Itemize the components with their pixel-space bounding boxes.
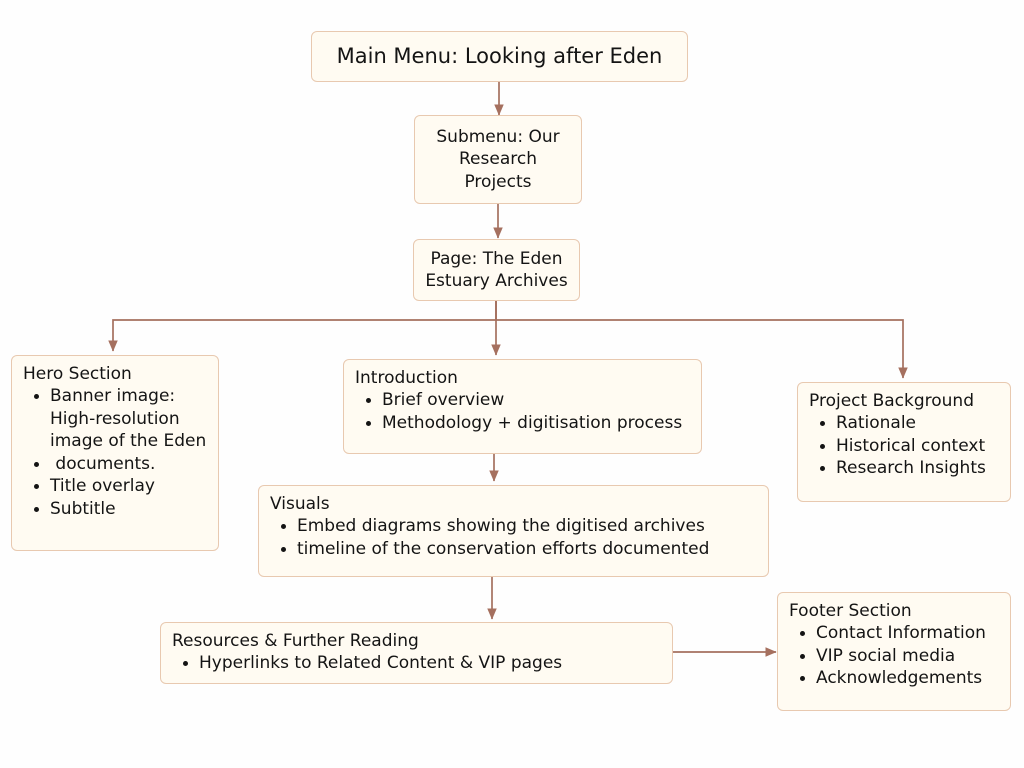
node-visuals[interactable]: Visuals Embed diagrams showing the digit… bbox=[258, 485, 769, 577]
list-item: Rationale bbox=[836, 412, 999, 434]
list-item: Embed diagrams showing the digitised arc… bbox=[297, 515, 757, 537]
node-submenu[interactable]: Submenu: Our Research Projects bbox=[414, 115, 582, 204]
edge-page-to-hero bbox=[108, 301, 497, 352]
node-footer-section[interactable]: Footer Section Contact Information VIP s… bbox=[777, 592, 1011, 711]
node-submenu-title: Submenu: Our Research Projects bbox=[436, 126, 560, 192]
node-resources-list: Hyperlinks to Related Content & VIP page… bbox=[172, 652, 661, 674]
node-hero-section-list: Banner image: High-resolution image of t… bbox=[23, 385, 207, 520]
list-item: Brief overview bbox=[382, 389, 690, 411]
node-project-background-title: Project Background bbox=[809, 391, 974, 411]
node-visuals-list: Embed diagrams showing the digitised arc… bbox=[270, 515, 757, 560]
list-item: Methodology + digitisation process bbox=[382, 412, 690, 434]
list-item: documents. bbox=[50, 453, 207, 475]
list-item: Title overlay bbox=[50, 475, 207, 497]
list-item: timeline of the conservation efforts doc… bbox=[297, 538, 757, 560]
list-item: Research Insights bbox=[836, 457, 999, 479]
node-footer-section-list: Contact Information VIP social media Ack… bbox=[789, 622, 999, 689]
node-introduction-title: Introduction bbox=[355, 368, 458, 388]
node-main-menu[interactable]: Main Menu: Looking after Eden bbox=[311, 31, 688, 82]
node-introduction-list: Brief overview Methodology + digitisatio… bbox=[355, 389, 690, 434]
list-item: Contact Information bbox=[816, 622, 999, 644]
list-item: Hyperlinks to Related Content & VIP page… bbox=[199, 652, 661, 674]
list-item: Acknowledgements bbox=[816, 667, 999, 689]
node-resources-further-reading[interactable]: Resources & Further Reading Hyperlinks t… bbox=[160, 622, 673, 684]
node-page-title: Page: The Eden Estuary Archives bbox=[425, 248, 568, 291]
list-item: Subtitle bbox=[50, 498, 207, 520]
node-visuals-title: Visuals bbox=[270, 494, 330, 514]
node-hero-section[interactable]: Hero Section Banner image: High-resoluti… bbox=[11, 355, 219, 551]
node-footer-section-title: Footer Section bbox=[789, 601, 912, 621]
list-item: Historical context bbox=[836, 435, 999, 457]
node-resources-title: Resources & Further Reading bbox=[172, 631, 419, 651]
list-item: VIP social media bbox=[816, 645, 999, 667]
node-page[interactable]: Page: The Eden Estuary Archives bbox=[413, 239, 580, 301]
node-project-background[interactable]: Project Background Rationale Historical … bbox=[797, 382, 1011, 502]
node-main-menu-title: Main Menu: Looking after Eden bbox=[336, 43, 663, 68]
node-hero-section-title: Hero Section bbox=[23, 364, 132, 384]
node-project-background-list: Rationale Historical context Research In… bbox=[809, 412, 999, 479]
list-item: Banner image: High-resolution image of t… bbox=[50, 385, 207, 452]
node-introduction[interactable]: Introduction Brief overview Methodology … bbox=[343, 359, 702, 454]
